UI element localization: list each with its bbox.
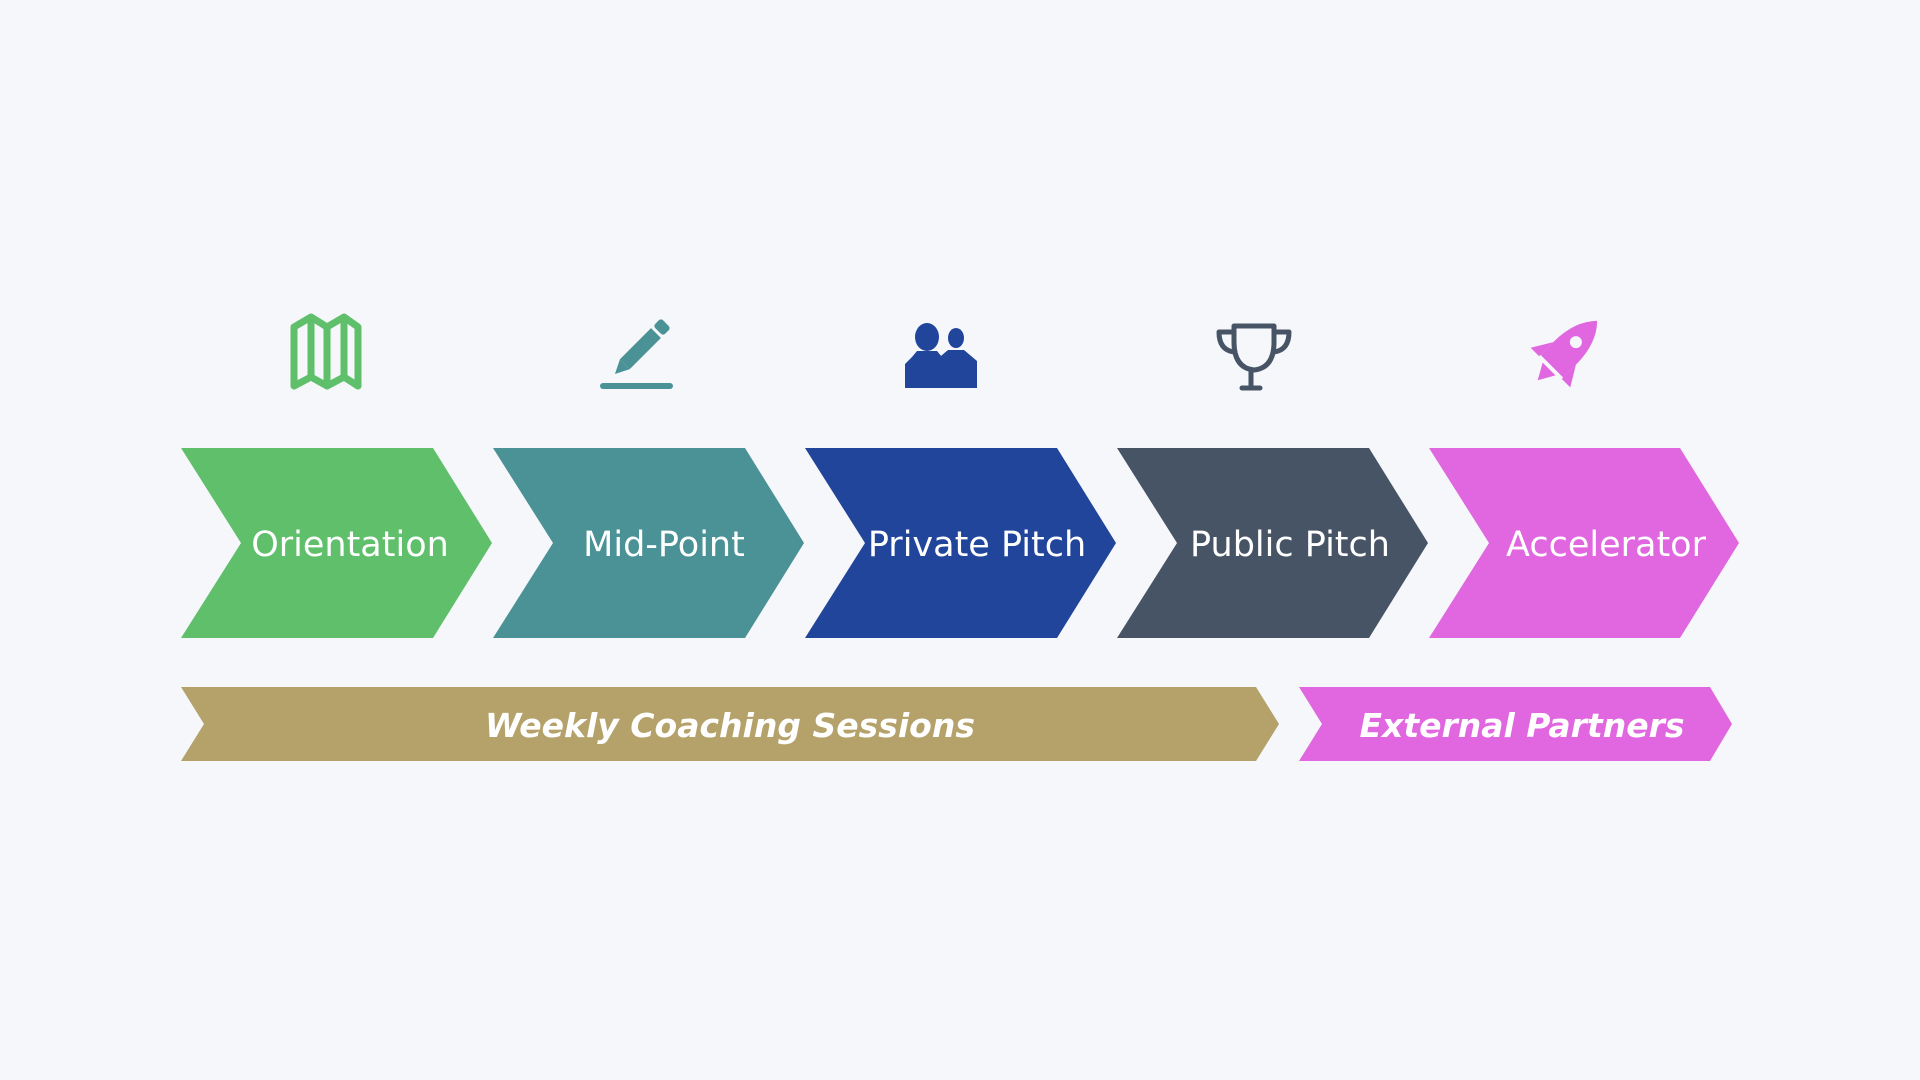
- step-orientation: Orientation: [181, 448, 492, 638]
- band-external-partners: External Partners: [1299, 687, 1732, 761]
- step-label: Accelerator: [1506, 525, 1707, 565]
- trophy-icon: [1216, 323, 1292, 391]
- band-weekly-coaching: Weekly Coaching Sessions: [181, 687, 1279, 761]
- step-accelerator: Accelerator: [1429, 448, 1739, 638]
- step-label: Private Pitch: [868, 525, 1086, 565]
- pencil-icon: [600, 319, 673, 389]
- step-mid-point: Mid-Point: [493, 448, 804, 638]
- users-icon: [905, 323, 978, 389]
- step-label: Orientation: [251, 525, 449, 565]
- band-label: External Partners: [1359, 706, 1684, 745]
- rocket-icon: [1530, 320, 1598, 388]
- band-label: Weekly Coaching Sessions: [485, 706, 975, 745]
- map-icon: [290, 313, 362, 390]
- step-label: Public Pitch: [1190, 525, 1390, 565]
- step-label: Mid-Point: [583, 525, 745, 565]
- step-private-pitch: Private Pitch: [805, 448, 1116, 638]
- step-chevrons: Orientation Mid-Point Private Pitch Publ…: [181, 448, 1739, 638]
- step-public-pitch: Public Pitch: [1117, 448, 1428, 638]
